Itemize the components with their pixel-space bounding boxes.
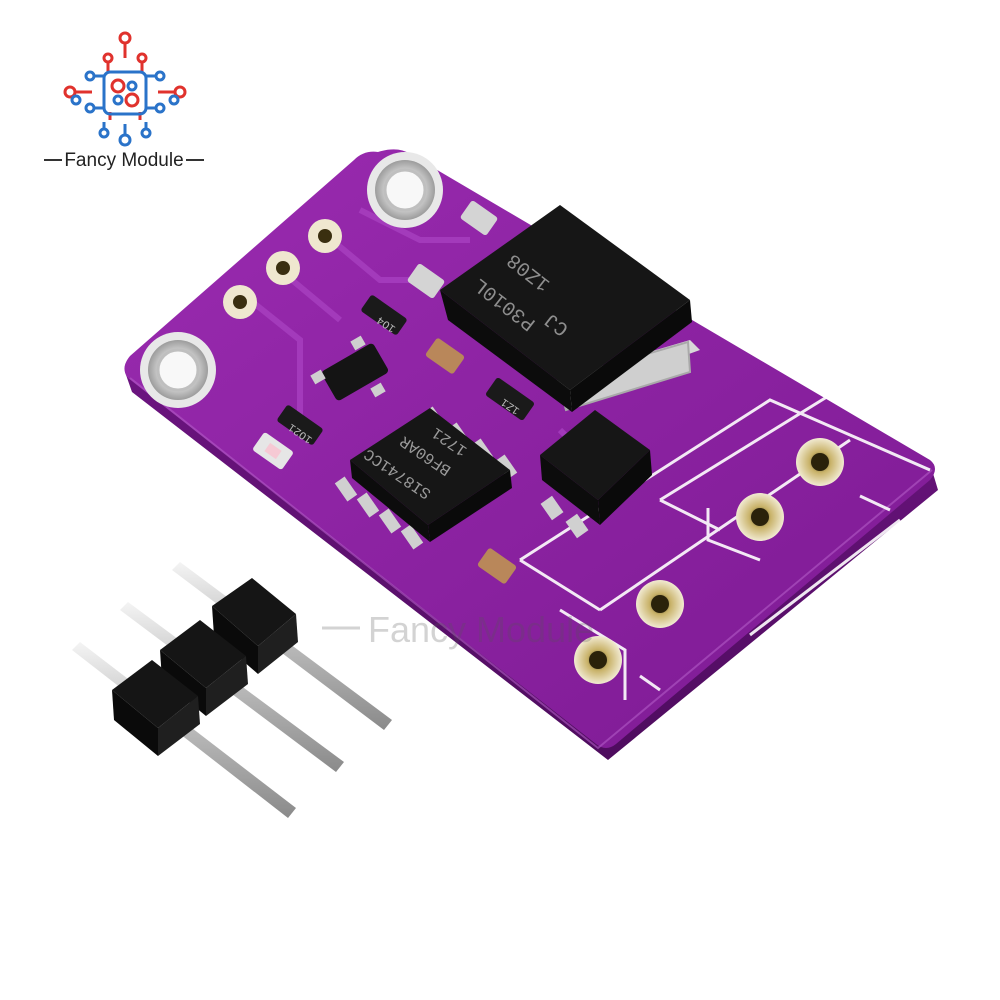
header-pads [223,219,342,319]
pcb-board: P3010L 1Z08 CJ [124,149,938,760]
pin-header [72,562,392,818]
soic8-ic: SI8741CC BF60AR 1721 [334,406,518,550]
circuit-logo-icon [63,31,187,147]
mounting-hole-left [140,332,216,408]
logo-red-traces [63,31,187,120]
watermark: Fancy Module [322,609,594,650]
pcb-top [124,149,935,748]
sot23-transistor [310,335,389,401]
logo-blue-traces [70,70,180,147]
mounting-hole-top [367,152,443,228]
watermark-text: Fancy Module [368,609,594,650]
logo-chip [102,70,148,116]
brand-logo: Fancy Module [44,31,204,171]
smd-capacitor-a [425,338,465,374]
sot89-component [540,410,652,539]
brand-name: Fancy Module [64,150,183,171]
smd-resistor-c: 1O21 [277,405,323,445]
header-pin-3 [72,642,296,818]
mosfet-component: P3010L 1Z08 CJ [407,200,700,412]
smd-capacitor-b [477,548,517,584]
header-pin-1 [172,562,392,730]
terminal-pads [574,438,844,684]
smd-led [253,432,293,470]
